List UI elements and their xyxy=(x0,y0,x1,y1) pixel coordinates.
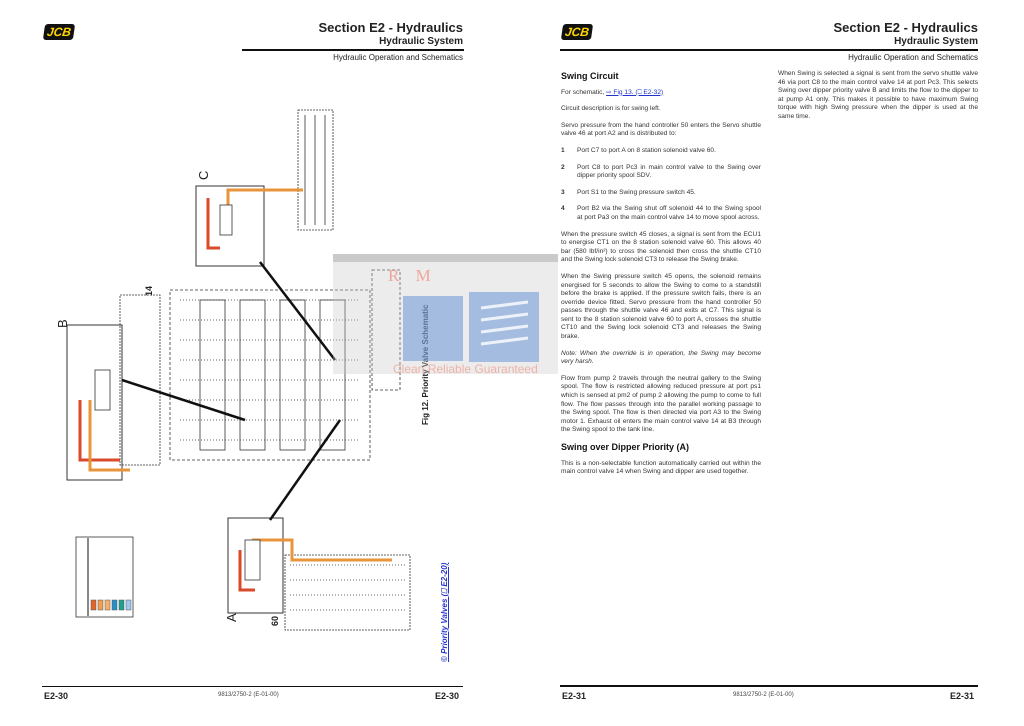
item-number: 1 xyxy=(561,146,565,154)
header-rule xyxy=(242,49,464,51)
label-60: 60 xyxy=(270,615,280,626)
watermark: R M Clean Reliable Guaranteed xyxy=(333,254,558,376)
subtitle: Hydraulic System xyxy=(894,36,978,47)
page-number: E2-31 xyxy=(562,691,587,701)
page-number: E2-31 xyxy=(950,691,975,701)
schematic-prefix: For schematic, xyxy=(561,88,607,96)
paragraph: Flow from pump 2 travels through the neu… xyxy=(561,374,761,434)
doc-code: 9813/2750-2 (E-01-00) xyxy=(733,692,794,698)
watermark-tagline: Clean Reliable Guaranteed xyxy=(393,362,538,376)
paragraph: Servo pressure from the hand controller … xyxy=(561,121,761,138)
list-item: 4 Port B2 via the Swing shut off solenoid… xyxy=(561,205,761,222)
label-b: B xyxy=(55,319,70,328)
item-text: Port B2 via the Swing shut off solenoid … xyxy=(577,205,761,221)
label-14: 14 xyxy=(144,285,154,296)
footer-rule xyxy=(42,686,463,687)
text-column-1: Swing Circuit For schematic, ⇨ Fig 13. (… xyxy=(561,70,761,485)
item-text: Port C7 to port A on 8 station solenoid … xyxy=(577,146,716,154)
doc-code: 9813/2750-2 (E-01-00) xyxy=(218,692,279,698)
section-title: Section E2 - Hydraulics xyxy=(833,20,979,35)
paragraph: When Swing is selected a signal is sent … xyxy=(778,70,978,120)
paragraph: When the Swing pressure switch 45 opens,… xyxy=(561,272,761,341)
priority-valve-schematic xyxy=(66,109,411,631)
label-a: A xyxy=(224,613,239,622)
paragraph: This is a non-selectable function automa… xyxy=(561,459,761,476)
paragraph: When the pressure switch 45 closes, a si… xyxy=(561,230,761,264)
footer-rule xyxy=(560,685,978,687)
topic: Hydraulic Operation and Schematics xyxy=(333,53,463,62)
heading-swing-over-dipper: Swing over Dipper Priority (A) xyxy=(561,442,690,452)
subtitle: Hydraulic System xyxy=(379,36,463,47)
section-title: Section E2 - Hydraulics xyxy=(318,20,464,35)
list-item: 1 Port C7 to port A on 8 station solenoid… xyxy=(561,147,761,156)
header-rule xyxy=(560,49,978,51)
fig13-link[interactable]: ⇨ Fig 13. (⎕ E2-32) xyxy=(606,88,664,96)
page-number: E2-30 xyxy=(44,691,69,701)
item-number: 4 xyxy=(561,205,565,213)
topic: Hydraulic Operation and Schematics xyxy=(848,53,978,62)
priority-valves-link[interactable]: © Priority Valves (⎕ E2-20) xyxy=(440,562,449,662)
watermark-brand: R M xyxy=(388,266,437,285)
paragraph: Circuit description is for swing left. xyxy=(561,105,661,113)
label-c: C xyxy=(196,170,211,180)
item-number: 2 xyxy=(561,163,565,171)
note: Note: When the override is in operation,… xyxy=(561,349,761,366)
page-number: E2-30 xyxy=(435,691,460,701)
item-text: Port C8 to port Pc3 in main control valv… xyxy=(577,163,761,180)
list-item: 2 Port C8 to port Pc3 in main control val… xyxy=(561,164,761,181)
heading-swing-circuit: Swing Circuit xyxy=(561,71,619,81)
jcb-logo: JCB xyxy=(560,24,594,40)
manual-icon xyxy=(403,292,539,362)
list-item: 3 Port S1 to the Swing pressure switch 45… xyxy=(561,189,761,198)
item-number: 3 xyxy=(561,188,565,196)
item-text: Port S1 to the Swing pressure switch 45. xyxy=(577,188,696,196)
paragraph: For schematic, ⇨ Fig 13. (⎕ E2-32) xyxy=(561,89,761,98)
text-column-2: When Swing is selected a signal is sent … xyxy=(778,70,978,130)
